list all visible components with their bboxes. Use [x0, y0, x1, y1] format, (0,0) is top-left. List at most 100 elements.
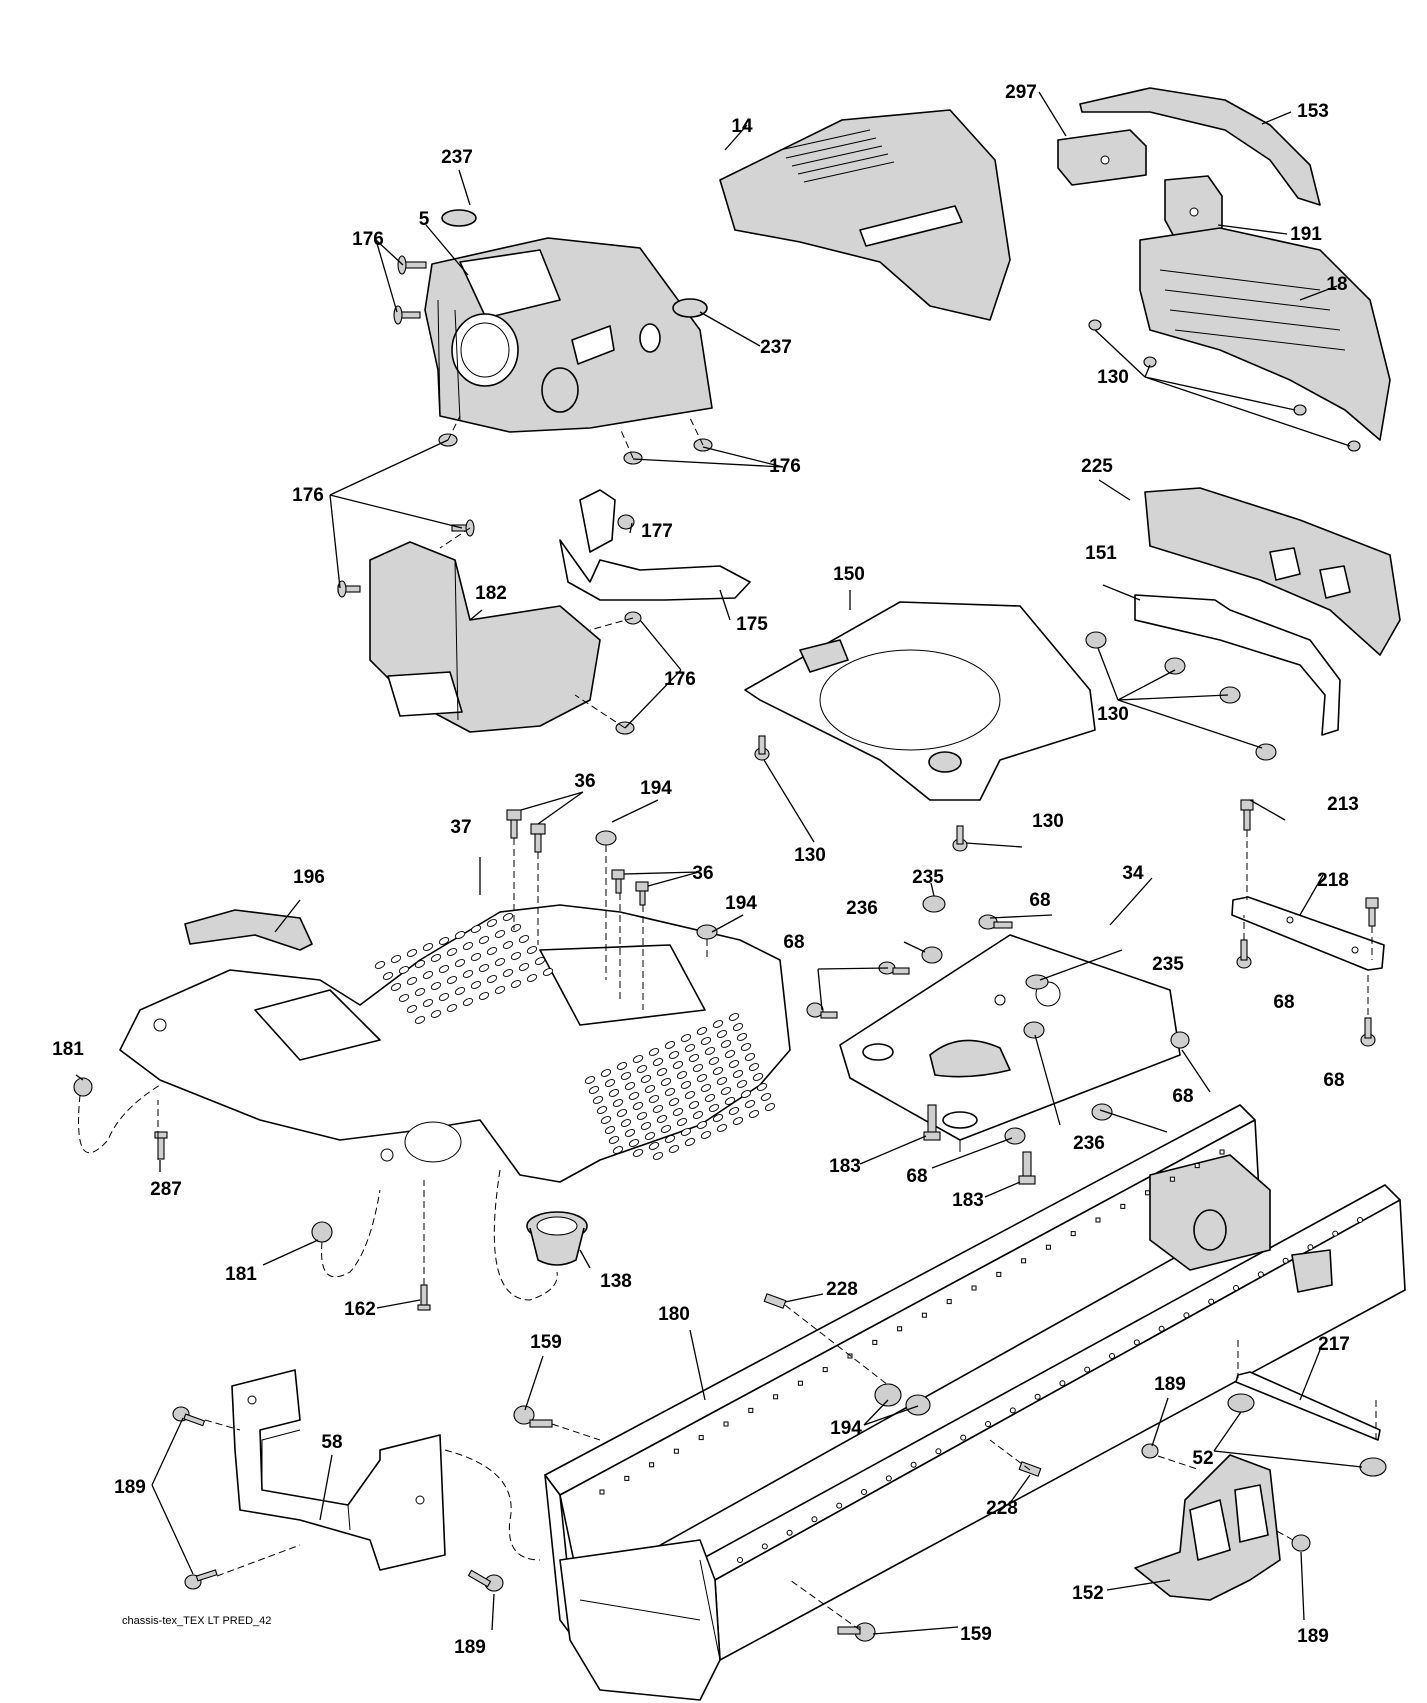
callout-68: 68 [906, 1166, 927, 1187]
bracket-part-175 [559, 489, 751, 601]
washer-part-52 [1227, 1393, 1387, 1477]
hood-part-14 [719, 109, 1011, 321]
callout-218: 218 [1317, 870, 1349, 891]
bracket-part-297 [1057, 129, 1147, 186]
callout-151: 151 [1085, 543, 1117, 564]
screw-part-189-c [1141, 1443, 1159, 1459]
callout-labels: 14 297 153 191 18 130 237 5 176 237 176 … [52, 82, 1359, 1658]
callout-213: 213 [1327, 794, 1359, 815]
screw-part-176-a [393, 255, 427, 325]
trim-part-153 [1079, 87, 1321, 206]
bracket-part-218 [1231, 896, 1385, 971]
callout-237: 237 [760, 337, 792, 358]
screw-part-162 [417, 1284, 431, 1311]
callout-138: 138 [600, 1271, 632, 1292]
plug-part-237-b [672, 298, 708, 318]
screw-part-130-d [1085, 631, 1277, 761]
callout-183: 183 [829, 1156, 861, 1177]
callout-196: 196 [293, 867, 325, 888]
callout-235: 235 [912, 867, 944, 888]
spacer-part-228-a [763, 1293, 787, 1309]
bolt-part-159-b [837, 1622, 876, 1642]
callout-37: 37 [450, 817, 471, 838]
callout-162: 162 [344, 1299, 376, 1320]
bolt-part-36 [506, 809, 649, 906]
callout-189: 189 [1297, 1626, 1329, 1647]
plug-part-237-a [441, 209, 477, 227]
frame-holes-part-180 [599, 1149, 1363, 1563]
callout-175: 175 [736, 614, 768, 635]
callout-130: 130 [1097, 704, 1129, 725]
nut-part-68-218 [1236, 939, 1376, 1047]
callout-68: 68 [1172, 1086, 1193, 1107]
callout-235: 235 [1152, 954, 1184, 975]
callout-36: 36 [692, 863, 713, 884]
callout-152: 152 [1072, 1583, 1104, 1604]
grille-part-18 [1139, 227, 1391, 441]
callout-181: 181 [52, 1039, 84, 1060]
callout-34: 34 [1122, 863, 1144, 884]
bumper-part-225 [1144, 487, 1401, 656]
bracket-part-58 [231, 1369, 446, 1571]
callout-236: 236 [1073, 1133, 1105, 1154]
callout-68: 68 [1323, 1070, 1344, 1091]
clip-part-181-a [73, 1077, 93, 1097]
callout-189: 189 [1154, 1374, 1186, 1395]
callout-177: 177 [641, 521, 673, 542]
grommet-part-138 [526, 1211, 588, 1266]
callout-225: 225 [1081, 456, 1113, 477]
callout-130: 130 [1097, 367, 1129, 388]
callout-183: 183 [952, 1190, 984, 1211]
callout-194: 194 [725, 893, 757, 914]
callout-194: 194 [640, 778, 672, 799]
callout-189: 189 [114, 1477, 146, 1498]
callout-130: 130 [1032, 811, 1064, 832]
bolt-part-159-a [513, 1405, 553, 1428]
callout-181: 181 [225, 1264, 257, 1285]
callout-150: 150 [833, 564, 865, 585]
callout-176: 176 [292, 485, 324, 506]
callout-14: 14 [731, 116, 753, 137]
dashboard-panel-part-5 [424, 237, 713, 433]
callout-287: 287 [150, 1179, 182, 1200]
callout-159: 159 [530, 1332, 562, 1353]
callout-18: 18 [1326, 274, 1347, 295]
nut-part-177 [617, 514, 635, 530]
callout-236: 236 [846, 898, 878, 919]
screw-part-130-b [754, 735, 770, 761]
callout-176: 176 [664, 669, 696, 690]
callout-130: 130 [794, 845, 826, 866]
frame-part-180 [544, 1104, 1406, 1701]
fender-trim-part-196 [184, 909, 313, 951]
nut-part-194-c [874, 1383, 931, 1416]
leader-lines [75, 91, 1363, 1635]
callout-5: 5 [419, 209, 430, 230]
callout-68: 68 [783, 932, 804, 953]
callout-191: 191 [1290, 224, 1322, 245]
callout-68: 68 [1273, 992, 1294, 1013]
pan-part-150 [744, 601, 1096, 801]
callout-182: 182 [475, 583, 507, 604]
callout-180: 180 [658, 1304, 690, 1325]
bracket-part-151 [1134, 594, 1341, 736]
callout-58: 58 [321, 1432, 342, 1453]
screw-part-189-a [172, 1406, 218, 1590]
nut-part-236 [921, 946, 1045, 1039]
rod-part-217 [1235, 1371, 1381, 1441]
callout-194: 194 [830, 1418, 862, 1439]
callout-176: 176 [352, 229, 384, 250]
screw-part-130-c [952, 825, 968, 852]
callout-297: 297 [1005, 82, 1037, 103]
vents-part-37 [374, 913, 776, 1160]
bolt-part-183 [923, 1104, 1036, 1185]
callout-68: 68 [1029, 890, 1050, 911]
callout-228: 228 [986, 1498, 1018, 1519]
callout-217: 217 [1318, 1334, 1350, 1355]
callout-237: 237 [441, 147, 473, 168]
clip-part-181-b [311, 1221, 333, 1243]
callout-228: 228 [826, 1279, 858, 1300]
diagram-caption: chassis-tex_TEX LT PRED_42 [122, 1615, 271, 1627]
plate-part-34 [839, 934, 1181, 1152]
screw-part-189-b [467, 1569, 504, 1592]
